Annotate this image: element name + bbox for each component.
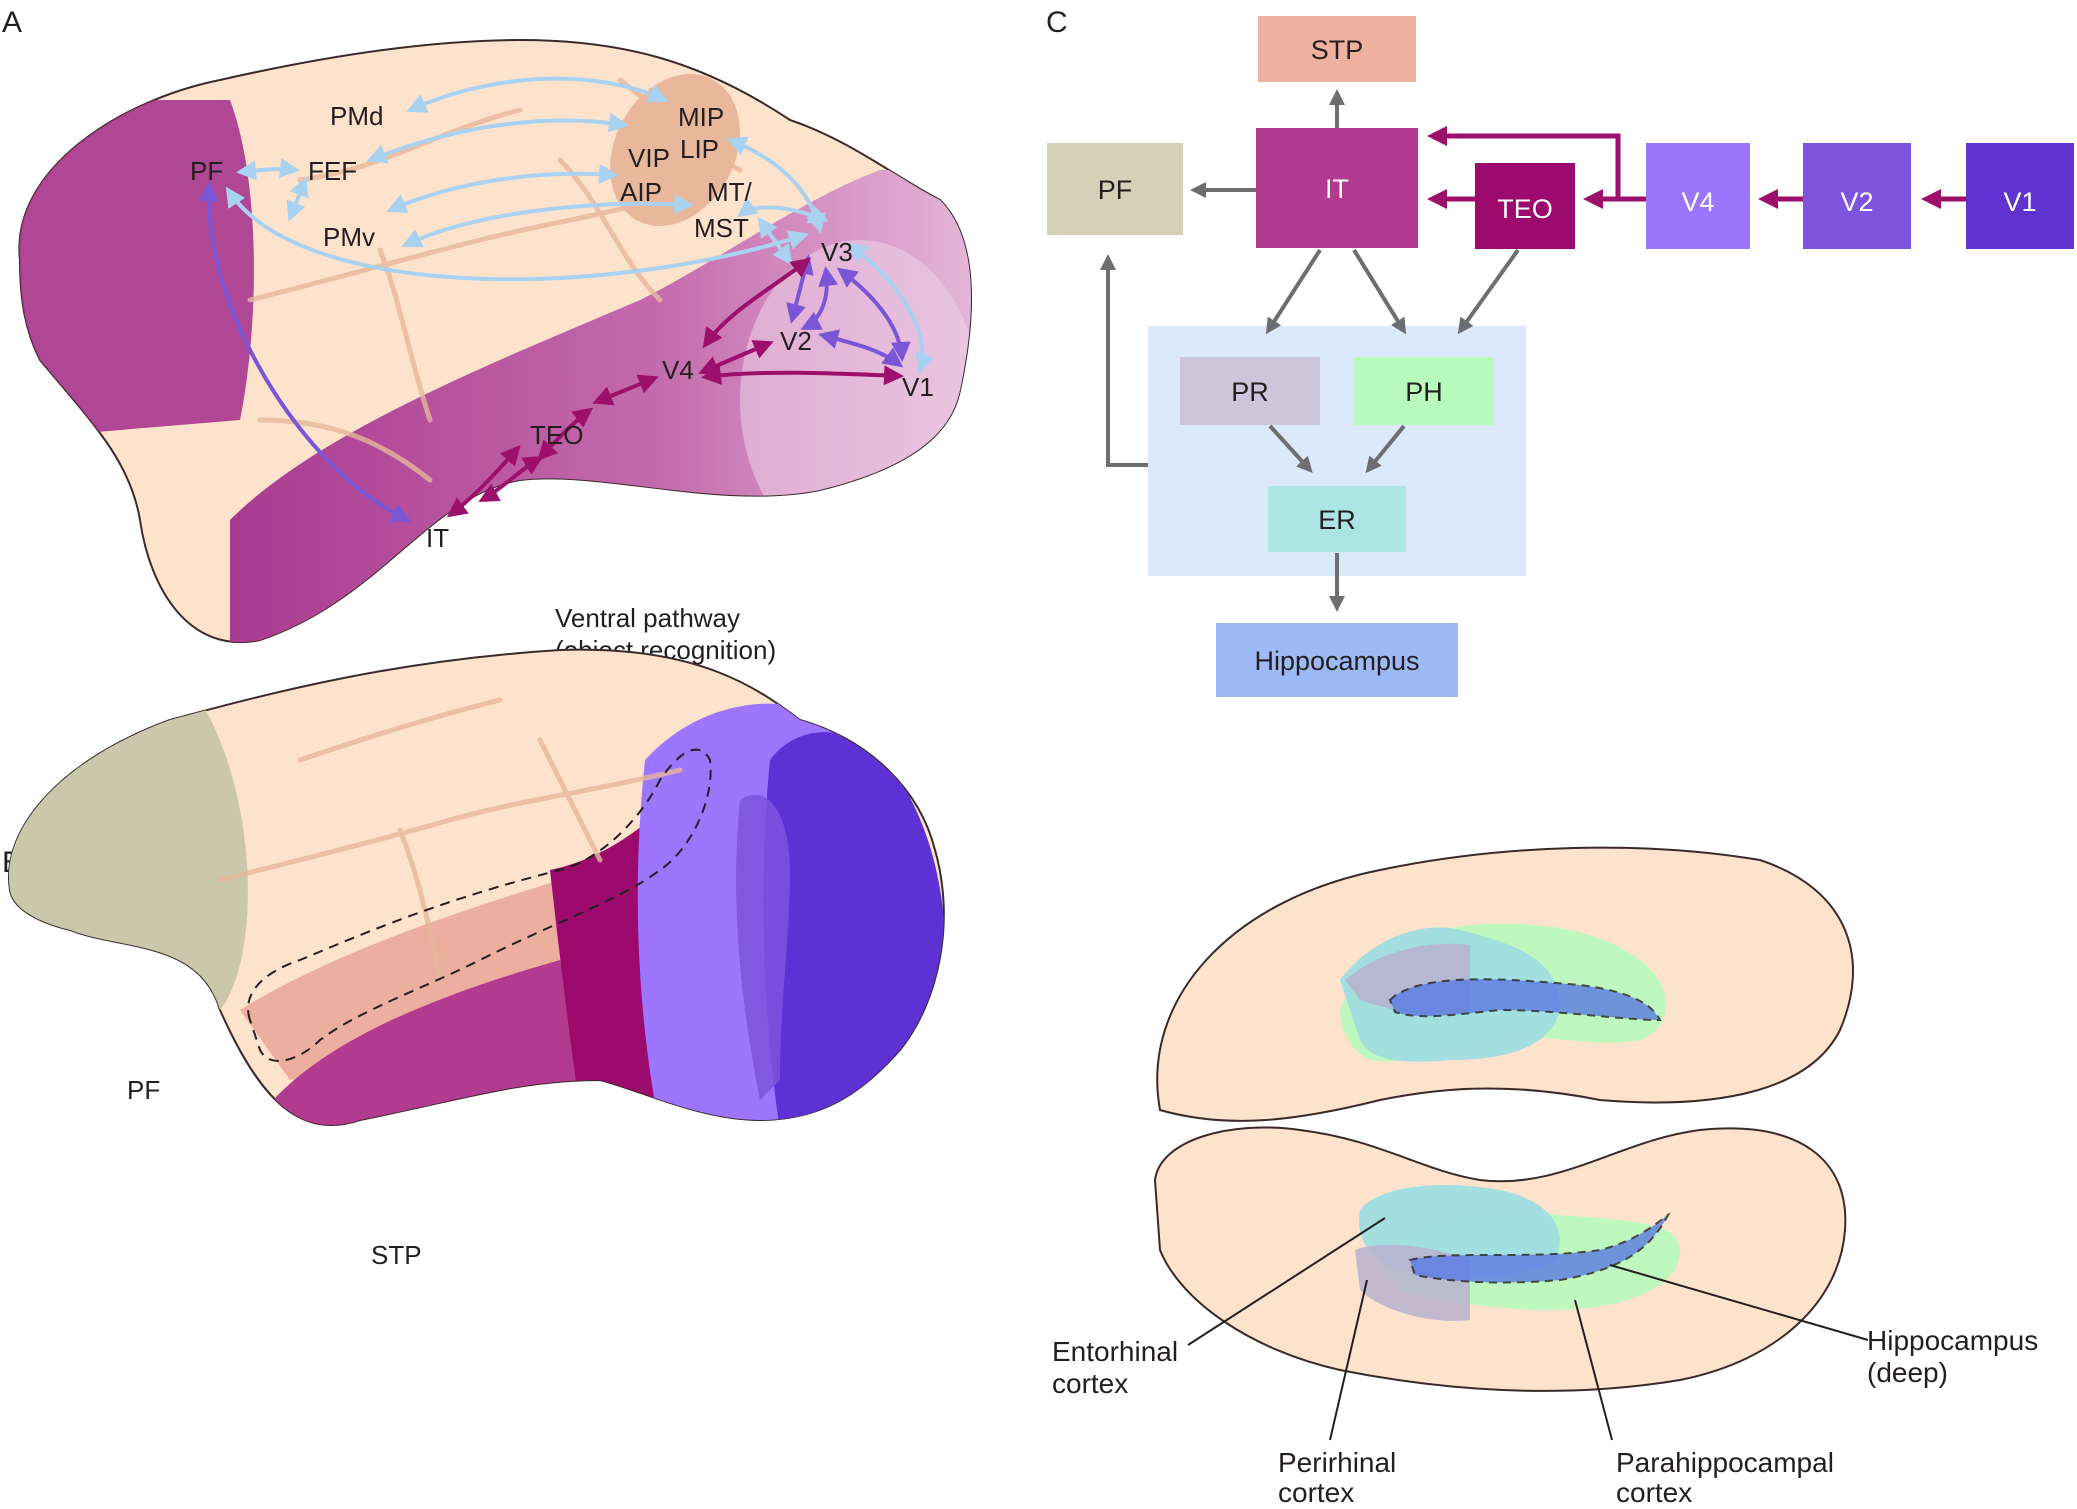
callout-parahippocampal-1: Parahippocampal [1616,1447,1834,1478]
callout-entorhinal-2: cortex [1052,1368,1128,1399]
callout-lines [1187,1217,1869,1441]
label-teo-a: TEO [530,420,583,450]
box-ph [1354,357,1494,425]
panel-label-c: C [1046,6,1068,39]
label-v4-a: V4 [662,355,694,385]
box-pr-label: PR [1231,377,1269,407]
label-fef: FEF [308,156,357,186]
gray-flow-arrows [1100,89,1520,612]
magenta-flow-arrows [1427,126,1966,209]
box-hippocampus-label: Hippocampus [1254,646,1419,676]
sts-dashed-outline [247,748,712,1062]
box-hippocampus [1216,623,1458,697]
pf-region-b [8,700,248,1010]
it-region-b [250,960,600,1126]
callout-hippocampus-1: Hippocampus [1867,1325,2038,1356]
label-it-b: IT [428,1331,453,1362]
panel-b-brain: PF STP IT TEO V4 V2 V1 [7,648,945,1362]
box-stp-label: STP [1311,35,1364,65]
panel-label-a: A [2,6,22,39]
label-aip: AIP [620,177,662,207]
label-stp-b: STP [371,1240,422,1270]
label-pmv: PMv [323,222,375,252]
box-it [1256,128,1418,248]
label-mt: MT/ [707,177,753,207]
label-mst: MST [694,213,749,243]
label-lip: LIP [680,134,719,164]
panel-b-ventral-views: Entorhinal cortex Perirhinal cortex Para… [1052,846,2038,1508]
hippocampus-lower [1408,1212,1671,1284]
callout-perirhinal-2: cortex [1278,1477,1354,1508]
callout-parahippocampal-2: cortex [1616,1477,1692,1508]
v2-region-b [736,794,790,1100]
box-v1 [1966,143,2074,249]
sulci-b [217,697,683,983]
stp-region-b [240,880,580,1080]
box-stp [1258,16,1416,82]
box-v1-label: V1 [2003,187,2036,217]
callout-perirhinal-1: Perirhinal [1278,1447,1396,1478]
box-er [1268,486,1406,552]
box-v2-label: V2 [1840,187,1873,217]
label-v2-b: V2 [738,1162,772,1193]
hippocampus-upper [1388,978,1662,1022]
prefrontal-region-a [19,100,254,440]
label-vip: VIP [628,143,670,173]
box-v2 [1803,143,1911,249]
box-ph-label: PH [1405,377,1443,407]
box-v4 [1646,143,1750,249]
label-v4-b: V4 [679,1206,713,1237]
v1-region-b [763,732,944,1126]
label-teo-b: TEO [593,1212,651,1243]
label-v1-b: V1 [840,1140,874,1171]
panel-a-brain: PMd PF FEF PMv MIP LIP VIP AIP MT/ MST V… [18,38,972,665]
label-pf-a: PF [190,156,223,186]
label-it-a: IT [426,523,449,553]
box-pf-label: PF [1098,175,1133,205]
callout-hippocampus-2: (deep) [1867,1357,1948,1388]
box-pf [1047,143,1183,235]
label-pf-b: PF [127,1075,160,1105]
panel-c-diagram: STP PF IT TEO V4 V2 V1 PR PH ER Hippocam… [1047,16,2074,697]
box-teo [1475,163,1575,249]
box-teo-label: TEO [1497,194,1553,224]
label-v1-a: V1 [902,372,934,402]
box-it-label: IT [1325,174,1349,204]
callout-entorhinal-1: Entorhinal [1052,1336,1178,1367]
label-v2-a: V2 [780,326,812,356]
label-v3-a: V3 [821,237,853,267]
label-mip: MIP [678,102,724,132]
box-er-label: ER [1318,505,1356,535]
magenta-arrows [446,257,904,518]
box-v4-label: V4 [1681,187,1714,217]
ventral-caption-line1: Ventral pathway [555,603,740,633]
label-pmd: PMd [330,101,383,131]
box-pr [1180,357,1320,425]
